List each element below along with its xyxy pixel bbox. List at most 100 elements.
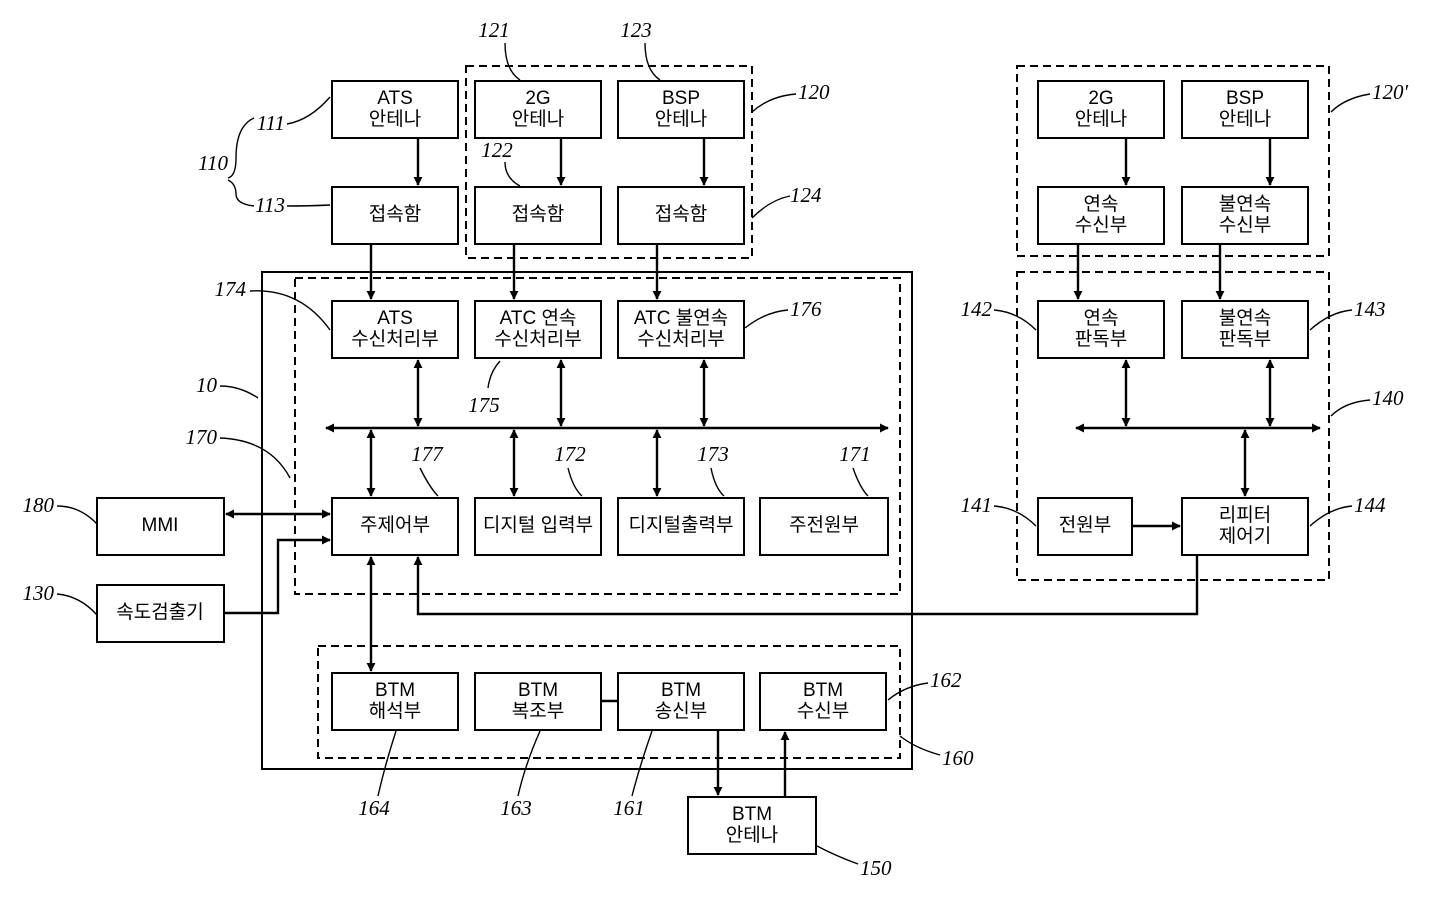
ref-142: 142 bbox=[961, 297, 993, 321]
ref-130: 130 bbox=[23, 581, 55, 605]
svg-text:수신부: 수신부 bbox=[1219, 214, 1271, 236]
ref-164: 164 bbox=[358, 796, 390, 820]
ats-junction-block: 접속함 bbox=[331, 186, 459, 245]
svg-text:판독부: 판독부 bbox=[1075, 328, 1127, 350]
svg-text:주제어부: 주제어부 bbox=[360, 514, 430, 536]
ref-144: 144 bbox=[1354, 493, 1386, 517]
atc-cont-rx-block: ATC 연속 수신처리부 bbox=[474, 300, 602, 359]
svg-text:ATC 연속: ATC 연속 bbox=[500, 307, 577, 329]
svg-text:수신부: 수신부 bbox=[797, 700, 849, 722]
svg-text:리피터: 리피터 bbox=[1219, 504, 1271, 526]
svg-text:복조부: 복조부 bbox=[512, 701, 564, 722]
svg-text:BSP: BSP bbox=[662, 88, 700, 109]
svg-text:BTM: BTM bbox=[375, 680, 415, 701]
group-120-frame bbox=[465, 65, 753, 259]
btm-tx-block: BTM 송신부 bbox=[617, 672, 745, 731]
bsp-antenna-block: BSP 안테나 bbox=[617, 80, 745, 139]
svg-text:수신처리부: 수신처리부 bbox=[637, 328, 724, 350]
svg-text:해석부: 해석부 bbox=[369, 700, 421, 722]
ref-174: 174 bbox=[215, 277, 247, 301]
ref-121: 121 bbox=[478, 18, 510, 42]
svg-text:접속함: 접속함 bbox=[369, 203, 421, 225]
svg-text:전원부: 전원부 bbox=[1059, 514, 1111, 536]
leader-lines bbox=[56, 42, 1371, 865]
svg-text:안테나: 안테나 bbox=[1219, 108, 1271, 130]
svg-text:안테나: 안테나 bbox=[512, 108, 564, 130]
svg-text:불연속: 불연속 bbox=[1219, 193, 1271, 215]
ref-10: 10 bbox=[196, 373, 218, 397]
svg-text:연속: 연속 bbox=[1084, 193, 1119, 215]
svg-text:수신처리부: 수신처리부 bbox=[494, 328, 581, 350]
reference-numerals: 121 123 120 111 110 113 122 124 174 175 … bbox=[23, 18, 1409, 880]
svg-text:안테나: 안테나 bbox=[655, 108, 707, 130]
ref-123: 123 bbox=[620, 18, 652, 42]
mmi-block: MMI bbox=[96, 497, 225, 556]
speed-detector-block: 속도검출기 bbox=[96, 584, 225, 643]
r-discont-reader-block: 불연속 판독부 bbox=[1181, 300, 1309, 359]
g2-antenna-block: 2G 안테나 bbox=[474, 80, 602, 139]
ats-rx-block: ATS 수신처리부 bbox=[331, 300, 459, 359]
svg-text:수신처리부: 수신처리부 bbox=[351, 328, 438, 350]
ref-160: 160 bbox=[942, 746, 974, 770]
ref-180: 180 bbox=[23, 493, 55, 517]
ref-120p: 120′ bbox=[1372, 80, 1409, 104]
ref-170: 170 bbox=[186, 425, 218, 449]
svg-text:안테나: 안테나 bbox=[369, 108, 421, 130]
btm-rx-block: BTM 수신부 bbox=[759, 672, 887, 731]
group-120p-frame bbox=[1016, 65, 1330, 257]
btm-demod-block: BTM 복조부 bbox=[474, 672, 602, 731]
group-160-frame bbox=[317, 645, 901, 759]
group-170-frame bbox=[294, 277, 901, 595]
svg-text:주전원부: 주전원부 bbox=[789, 514, 859, 536]
svg-text:BTM: BTM bbox=[732, 804, 772, 825]
ref-140: 140 bbox=[1372, 386, 1404, 410]
main-power-block: 주전원부 bbox=[759, 497, 889, 556]
ref-124: 124 bbox=[790, 183, 822, 207]
ats-antenna-block: ATS 안테나 bbox=[331, 80, 459, 139]
r-cont-reader-block: 연속 판독부 bbox=[1037, 300, 1165, 359]
ref-162: 162 bbox=[930, 668, 962, 692]
svg-text:ATS: ATS bbox=[377, 88, 413, 109]
ref-163: 163 bbox=[500, 796, 532, 820]
r-power-block: 전원부 bbox=[1037, 497, 1133, 556]
g2-junction-block: 접속함 bbox=[474, 186, 602, 245]
svg-text:BTM: BTM bbox=[518, 680, 558, 701]
svg-text:디지털 입력부: 디지털 입력부 bbox=[483, 514, 593, 536]
svg-text:접속함: 접속함 bbox=[655, 203, 707, 225]
svg-text:디지털출력부: 디지털출력부 bbox=[629, 514, 734, 536]
svg-text:접속함: 접속함 bbox=[512, 203, 564, 225]
svg-text:MMI: MMI bbox=[142, 515, 179, 536]
svg-text:ATC 불연속: ATC 불연속 bbox=[634, 307, 728, 329]
svg-text:안테나: 안테나 bbox=[1075, 108, 1127, 130]
svg-text:BSP: BSP bbox=[1226, 88, 1264, 109]
svg-text:속도검출기: 속도검출기 bbox=[116, 601, 203, 623]
ref-176: 176 bbox=[790, 297, 822, 321]
ref-122: 122 bbox=[481, 138, 513, 162]
ref-141: 141 bbox=[961, 493, 993, 517]
ref-161: 161 bbox=[613, 796, 645, 820]
group-140-frame bbox=[1016, 271, 1330, 581]
svg-text:BTM: BTM bbox=[803, 680, 843, 701]
ref-120: 120 bbox=[798, 80, 830, 104]
digital-input-block: 디지털 입력부 bbox=[474, 497, 602, 556]
ref-113: 113 bbox=[255, 193, 285, 217]
svg-text:송신부: 송신부 bbox=[655, 700, 707, 722]
bsp-junction-block: 접속함 bbox=[617, 186, 745, 245]
r-discont-receiver-block: 불연속 수신부 bbox=[1181, 186, 1309, 245]
btm-antenna-block: BTM 안테나 bbox=[687, 796, 817, 855]
ref-175: 175 bbox=[468, 393, 500, 417]
onboard-unit-frame bbox=[261, 271, 913, 770]
ref-143: 143 bbox=[1354, 297, 1386, 321]
svg-text:안테나: 안테나 bbox=[726, 824, 778, 846]
svg-text:연속: 연속 bbox=[1084, 307, 1119, 329]
r-2g-antenna-block: 2G 안테나 bbox=[1037, 80, 1165, 139]
ref-171: 171 bbox=[839, 442, 871, 466]
digital-output-block: 디지털출력부 bbox=[617, 497, 745, 556]
svg-text:BTM: BTM bbox=[661, 680, 701, 701]
svg-text:불연속: 불연속 bbox=[1219, 307, 1271, 329]
ref-150: 150 bbox=[860, 856, 892, 880]
ref-173: 173 bbox=[697, 442, 729, 466]
atc-discont-rx-block: ATC 불연속 수신처리부 bbox=[617, 300, 745, 359]
svg-text:ATS: ATS bbox=[377, 308, 413, 329]
